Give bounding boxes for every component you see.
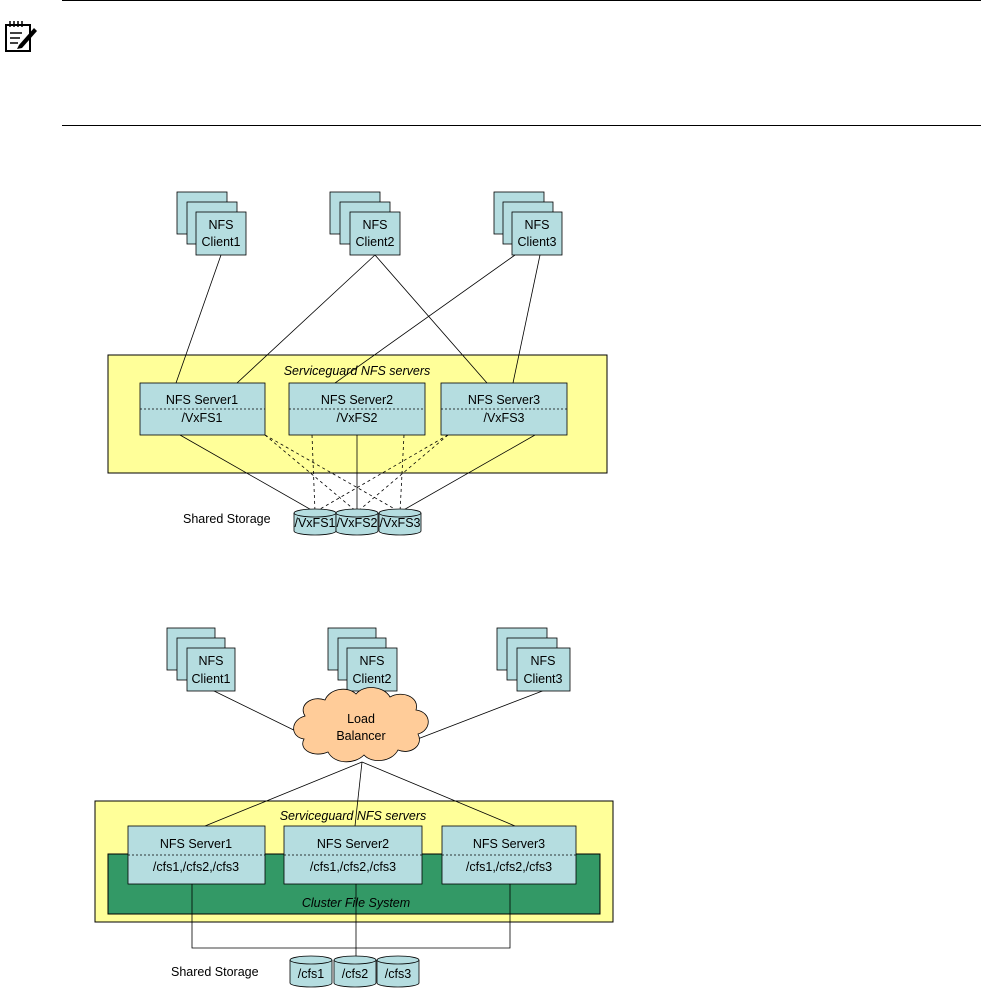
top-rule (62, 0, 981, 1)
client-1-line2: Client1 (202, 235, 241, 249)
load-balancer-line2: Balancer (336, 729, 385, 743)
client-2-line2: Client2 (356, 235, 395, 249)
shared-storage-label: Shared Storage (183, 512, 271, 526)
client-lb-links (204, 689, 546, 827)
cfs-server-2-fs: /cfs1,/cfs2,/cfs3 (310, 860, 396, 874)
cfs-client-1-line2: Client1 (192, 672, 231, 686)
cluster-file-system-label: Cluster File System (302, 896, 410, 910)
disk-2-label: /VxFS2 (337, 516, 378, 530)
disk-vxfs1: /VxFS1 (293, 508, 337, 536)
load-balancer-cloud: Load Balancer (293, 687, 429, 763)
cfs-client-3-line2: Client3 (524, 672, 563, 686)
cfs-cluster-title: Serviceguard NFS servers (280, 809, 427, 823)
server-2-fs: /VxFS2 (337, 411, 378, 425)
cfs-disk-1-label: /cfs1 (298, 967, 324, 981)
note-bottom-rule (62, 125, 981, 126)
cfs-client-node-1: NFS Client1 (166, 627, 236, 692)
cfs-shared-storage-label: Shared Storage (171, 965, 259, 979)
server-node-2: NFS Server2 /VxFS2 (288, 382, 426, 436)
server-node-1: NFS Server1 /VxFS1 (139, 382, 266, 436)
disk-1-label: /VxFS1 (295, 516, 336, 530)
cfs-server-3-name: NFS Server3 (473, 837, 545, 851)
cfs-server-node-3: NFS Server3 /cfs1,/cfs2,/cfs3 (441, 825, 577, 885)
cfs-storage-links (191, 884, 511, 968)
cfs-server-node-2: NFS Server2 /cfs1,/cfs2,/cfs3 (283, 825, 423, 885)
cfs-disk-3-label: /cfs3 (385, 967, 411, 981)
disk-3-label: /VxFS3 (380, 516, 421, 530)
cluster-title: Serviceguard NFS servers (284, 364, 431, 378)
client-node-3: NFS Client3 (493, 191, 563, 256)
vxfs-cluster-diagram: Serviceguard NFS servers NFS Client1 NFS… (107, 191, 608, 536)
disk-cfs1: /cfs1 (289, 955, 333, 988)
client-3-line2: Client3 (518, 235, 557, 249)
disk-cfs3: /cfs3 (376, 955, 420, 988)
client-server-links (175, 254, 541, 384)
server-storage-links (179, 434, 536, 513)
cfs-client-node-3: NFS Client3 (496, 627, 571, 692)
client-3-line1: NFS (525, 218, 550, 232)
cfs-client-2-line2: Client2 (353, 672, 392, 686)
cfs-client-node-2: NFS Client2 (327, 627, 398, 692)
cfs-server-2-name: NFS Server2 (317, 837, 389, 851)
client-2-line1: NFS (363, 218, 388, 232)
server-1-fs: /VxFS1 (182, 411, 223, 425)
standby-links (264, 434, 449, 513)
cfs-server-1-name: NFS Server1 (160, 837, 232, 851)
load-balancer-line1: Load (347, 712, 375, 726)
client-node-2: NFS Client2 (329, 191, 401, 256)
cfs-disk-2-label: /cfs2 (342, 967, 368, 981)
client-node-1: NFS Client1 (176, 191, 247, 256)
server-1-name: NFS Server1 (166, 393, 238, 407)
cfs-server-1-fs: /cfs1,/cfs2,/cfs3 (153, 860, 239, 874)
disk-cfs2: /cfs2 (333, 955, 377, 988)
cfs-client-1-line1: NFS (199, 654, 224, 668)
server-2-name: NFS Server2 (321, 393, 393, 407)
server-3-name: NFS Server3 (468, 393, 540, 407)
client-1-line1: NFS (209, 218, 234, 232)
cfs-cluster-box (94, 800, 614, 923)
cfs-client-3-line1: NFS (531, 654, 556, 668)
server-3-fs: /VxFS3 (484, 411, 525, 425)
cfs-server-node-1: NFS Server1 /cfs1,/cfs2,/cfs3 (127, 825, 266, 885)
cfs-server-3-fs: /cfs1,/cfs2,/cfs3 (466, 860, 552, 874)
cluster-file-system-box (107, 853, 601, 915)
disk-vxfs3: /VxFS3 (378, 508, 422, 536)
cfs-client-2-line1: NFS (360, 654, 385, 668)
disk-vxfs2: /VxFS2 (335, 508, 379, 536)
note-pencil-icon (5, 21, 37, 52)
server-node-3: NFS Server3 /VxFS3 (440, 382, 568, 436)
